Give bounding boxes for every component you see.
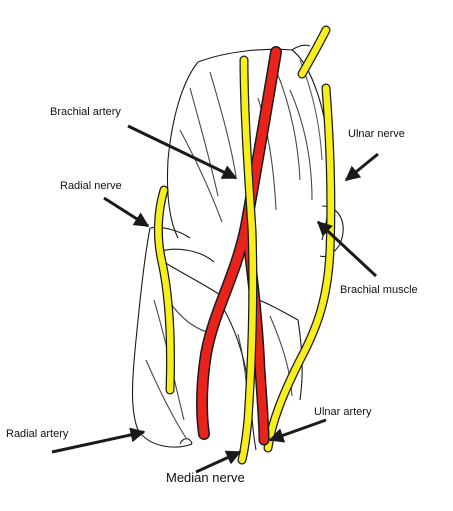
arrow-median-nerve xyxy=(195,450,242,474)
arrow-ulnar-nerve xyxy=(344,152,379,182)
label-radial-nerve: Radial nerve xyxy=(60,180,122,192)
label-radial-artery: Radial artery xyxy=(6,428,69,440)
arrow-radial-artery xyxy=(51,427,146,454)
label-ulnar-nerve: Ulnar nerve xyxy=(348,128,405,140)
label-brachial-artery: Brachial artery xyxy=(50,106,121,118)
label-brachial-muscle: Brachial muscle xyxy=(340,284,418,296)
arrow-radial-nerve xyxy=(103,196,150,228)
label-arrows xyxy=(51,124,379,474)
upper-nerve-branch xyxy=(297,25,331,79)
label-ulnar-artery: Ulnar artery xyxy=(314,406,372,418)
arrow-brachial-artery xyxy=(127,124,238,180)
arrow-brachial-muscle xyxy=(316,220,378,278)
ulnar-nerve xyxy=(263,83,336,453)
brachial-artery xyxy=(196,46,282,446)
median-nerve xyxy=(237,55,258,465)
arrow-ulnar-artery xyxy=(268,418,327,443)
radial-nerve xyxy=(153,185,176,395)
label-median-nerve: Median nerve xyxy=(166,470,245,485)
